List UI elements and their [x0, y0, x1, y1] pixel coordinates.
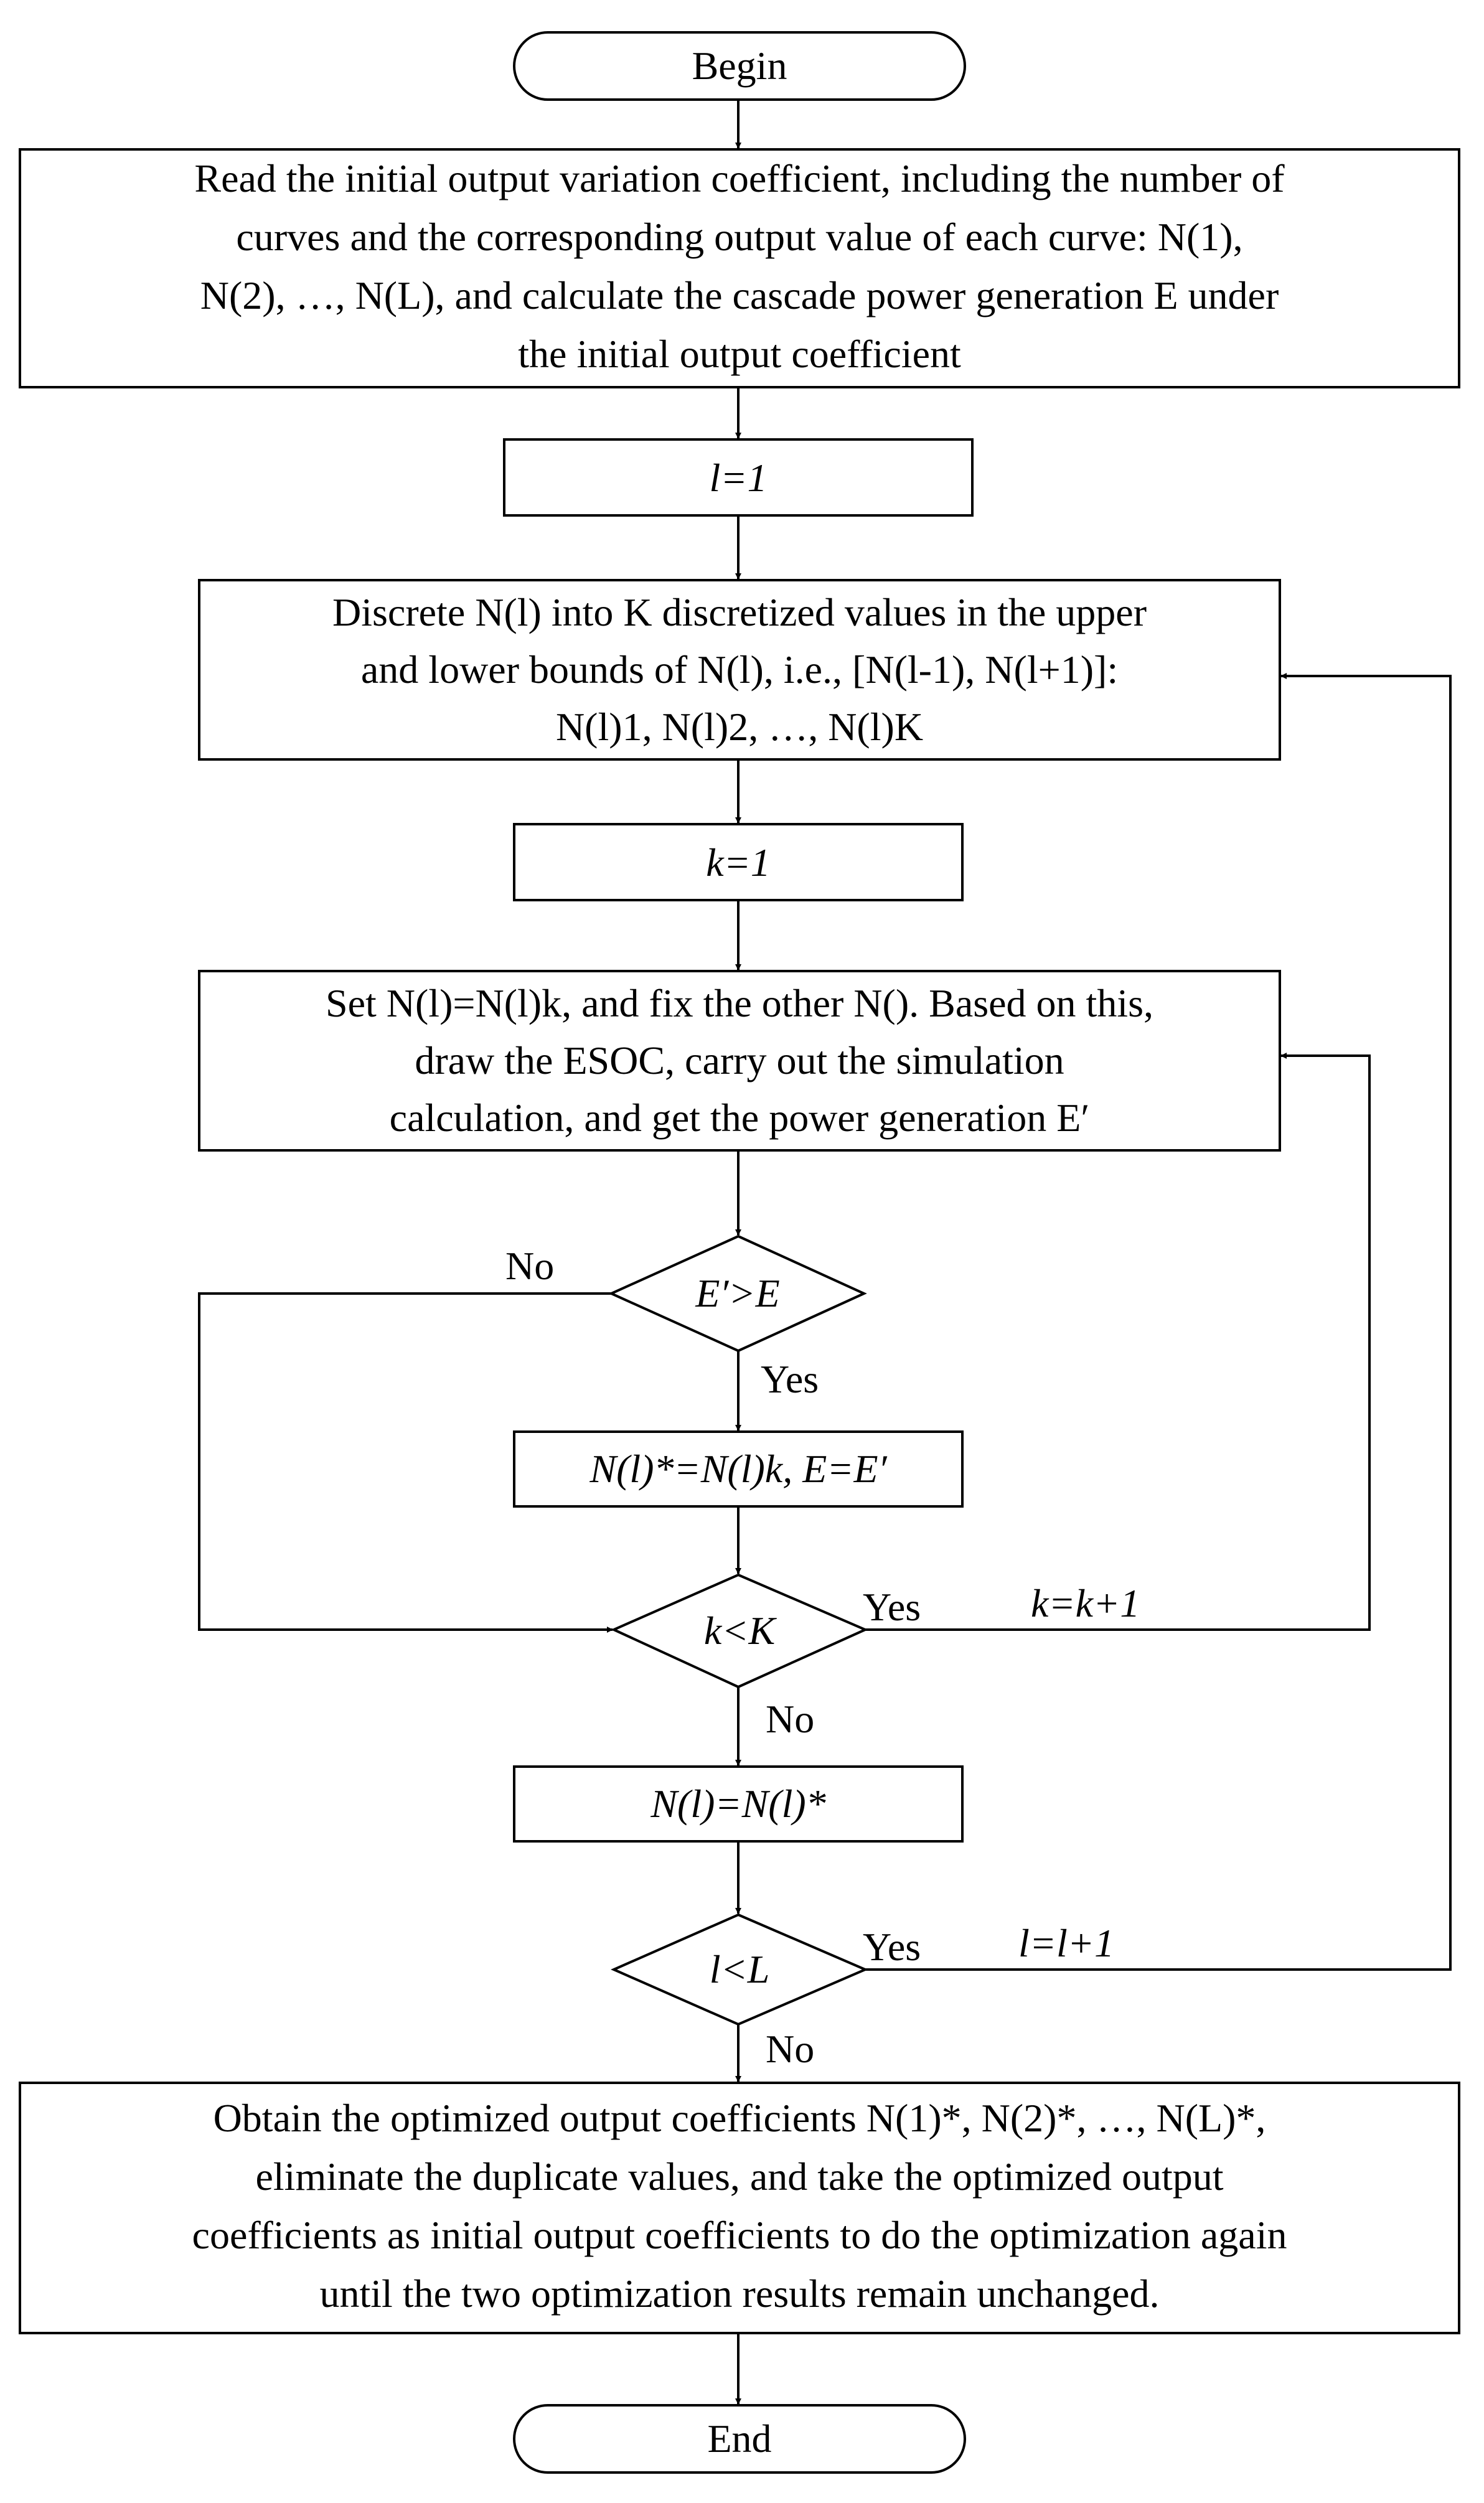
discrete-line-3: N(l)1, N(l)2, …, N(l)K — [555, 705, 924, 749]
init-k-formula: k=1 — [706, 840, 771, 885]
set-box-text: Set N(l)=N(l)k, and fix the other N(). B… — [199, 975, 1280, 1147]
arrow-decision-k-yes-loop — [865, 1053, 1371, 1631]
l-increment-formula: l=l+1 — [1018, 1921, 1114, 1965]
read-box-text: Read the initial output variation coeffi… — [20, 149, 1459, 383]
init-l-text: l=1 — [504, 448, 972, 508]
arrow-decision-e-no — [198, 1292, 613, 1633]
init-l-formula: l=1 — [709, 456, 768, 500]
k-increment-formula: k=k+1 — [1031, 1581, 1140, 1625]
read-line-4: the initial output coefficient — [518, 332, 961, 376]
set-line-1: Set N(l)=N(l)k, and fix the other N(). B… — [325, 981, 1154, 1025]
label-no-l: No — [766, 2027, 815, 2071]
set-line-3: calculation, and get the power generatio… — [389, 1096, 1090, 1140]
final-box-text: Obtain the optimized output coefficients… — [20, 2089, 1459, 2323]
end-label: End — [707, 2416, 772, 2461]
read-line-1: Read the initial output variation coeffi… — [194, 156, 1285, 200]
set-line-2: draw the ESOC, carry out the simulation — [415, 1038, 1064, 1082]
discrete-line-2: and lower bounds of N(l), i.e., [N(l-1),… — [360, 647, 1119, 692]
final-line-3: coefficients as initial output coefficie… — [192, 2213, 1287, 2257]
update-box-text: N(l)*=N(l)k, E=E′ — [514, 1439, 962, 1499]
decision-e-formula: E′>E — [695, 1271, 780, 1315]
discrete-line-1: Discrete N(l) into K discretized values … — [332, 590, 1147, 634]
end-terminator — [513, 2404, 966, 2474]
label-l-increment: l=l+1 — [1018, 1921, 1114, 1966]
discrete-box-text: Discrete N(l) into K discretized values … — [199, 584, 1280, 756]
label-no-e: No — [505, 1244, 555, 1288]
label-k-increment: k=k+1 — [1031, 1581, 1140, 1626]
arrow-decision-l-yes-loop — [865, 673, 1452, 1971]
decision-e-text: E′>E — [611, 1264, 864, 1323]
read-line-3: N(2), …, N(L), and calculate the cascade… — [200, 273, 1279, 317]
decision-k-formula: k<K — [703, 1608, 776, 1653]
assign-formula: N(l)=N(l)* — [650, 1782, 826, 1826]
read-line-2: curves and the corresponding output valu… — [236, 215, 1243, 259]
label-no-k: No — [766, 1697, 815, 1741]
assign-box-text: N(l)=N(l)* — [514, 1774, 962, 1834]
label-yes-l: Yes — [863, 1925, 921, 1969]
label-yes-e: Yes — [761, 1357, 819, 1401]
update-formula: N(l)*=N(l)k, E=E′ — [589, 1447, 887, 1491]
decision-l-formula: l<L — [709, 1947, 770, 1991]
final-line-2: eliminate the duplicate values, and take… — [255, 2154, 1224, 2199]
init-k-text: k=1 — [514, 833, 962, 893]
final-line-1: Obtain the optimized output coefficients… — [213, 2096, 1266, 2140]
begin-label: Begin — [692, 44, 787, 88]
final-line-4: until the two optimization results remai… — [319, 2271, 1160, 2316]
decision-k-text: k<K — [614, 1601, 865, 1661]
decision-l-text: l<L — [614, 1940, 865, 1999]
label-yes-k: Yes — [863, 1585, 921, 1629]
